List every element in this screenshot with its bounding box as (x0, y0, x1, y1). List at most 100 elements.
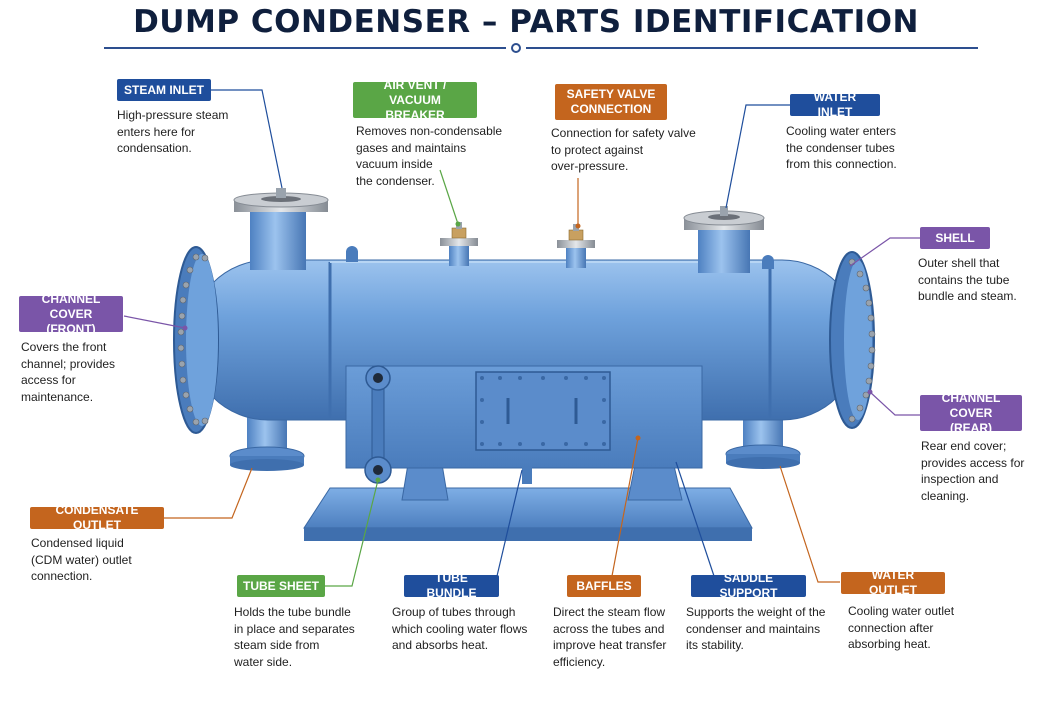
label-channel-cover-rear: CHANNEL COVER (REAR) (920, 391, 1022, 435)
label-channel-rear-line2: (REAR) (950, 420, 992, 435)
desc-line: its stability. (686, 638, 744, 652)
label-shell-text: SHELL (935, 230, 975, 245)
desc-steam-inlet: High-pressure steam enters here for cond… (117, 107, 228, 157)
leader-water-outlet (779, 465, 840, 583)
title-rule-left (104, 47, 506, 49)
desc-line: Group of tubes through (392, 605, 516, 619)
desc-line: from this connection. (786, 157, 897, 171)
label-channel-rear-line1: CHANNEL COVER (941, 390, 1001, 420)
desc-line: Rear end cover; (921, 439, 1007, 453)
label-condensate-outlet-text: CONDENSATE OUTLET (55, 503, 139, 532)
desc-line: access for (21, 373, 76, 387)
label-channel-cover-front: CHANNEL COVER (FRONT) (19, 292, 123, 336)
steam-inlet-nozzle (233, 188, 329, 270)
label-channel-front-line2: (FRONT) (46, 321, 96, 336)
leader-water-inlet (725, 104, 790, 209)
label-tube-sheet: TUBE SHEET (237, 575, 325, 597)
leader-shell (849, 237, 920, 267)
rear-flange-bolts (848, 258, 876, 423)
desc-line: efficiency. (553, 654, 606, 669)
leader-condensate-outlet (163, 467, 253, 519)
front-flange (173, 246, 219, 434)
label-condensate-outlet: CONDENSATE OUTLET (30, 503, 164, 532)
label-saddle-support-text: SADDLE SUPPORT (719, 571, 778, 600)
desc-line: bundle and steam. (918, 289, 1017, 303)
label-safety-valve-line1: SAFETY VALVE (566, 87, 656, 101)
desc-line: across the tubes and (553, 621, 665, 636)
label-tube-sheet-text: TUBE SHEET (243, 578, 320, 593)
desc-line: and absorbs heat. (392, 638, 489, 652)
desc-line: connection. (31, 569, 93, 583)
desc-line: Removes non-condensable (356, 124, 503, 138)
desc-line: vacuum inside (356, 157, 433, 171)
leader-saddle-support (675, 461, 715, 577)
label-baffles: BAFFLES (567, 575, 641, 597)
label-channel-front-line1: CHANNEL COVER (41, 291, 101, 321)
desc-shell: Outer shell that contains the tube bundl… (918, 255, 1017, 305)
inspection-cover-bolts (480, 376, 606, 446)
desc-tube-bundle: Group of tubes through which cooling wat… (392, 604, 527, 654)
desc-line: (CDM water) outlet (31, 552, 132, 567)
water-inlet-nozzle (683, 206, 765, 273)
desc-line: gases and maintains (356, 140, 467, 155)
desc-line: contains the tube (918, 272, 1010, 287)
desc-channel-cover-front: Covers the front channel; provides acces… (21, 339, 115, 405)
desc-line: enters here for (117, 124, 196, 139)
desc-line: Covers the front (21, 340, 107, 354)
front-flange-bolts (177, 253, 209, 426)
leader-tube-bundle (496, 469, 523, 577)
desc-line: in place and separates (234, 621, 355, 636)
label-air-vent-line2: VACUUM BREAKER (385, 92, 445, 122)
desc-line: cleaning. (921, 488, 970, 503)
leader-tube-sheet (322, 479, 379, 587)
title-rule-right (526, 47, 978, 49)
label-saddle-support: SADDLE SUPPORT (691, 571, 806, 600)
desc-line: maintenance. (21, 389, 94, 404)
label-baffles-text: BAFFLES (576, 578, 632, 593)
desc-line: improve heat transfer (553, 638, 667, 652)
desc-line: Cooling water outlet (848, 604, 955, 618)
desc-tube-sheet: Holds the tube bundle in place and separ… (234, 604, 355, 670)
leader-dots (182, 221, 873, 483)
label-steam-inlet-text: STEAM INLET (124, 82, 204, 97)
rear-flange (829, 251, 875, 429)
desc-saddle-support: Supports the weight of the condenser and… (686, 604, 825, 654)
desc-line: Condensed liquid (31, 536, 124, 550)
desc-condensate-outlet: Condensed liquid (CDM water) outlet conn… (31, 535, 132, 585)
desc-line: Holds the tube bundle (234, 605, 351, 619)
desc-line: Direct the steam flow (553, 605, 666, 619)
desc-line: connection after (848, 620, 934, 635)
label-water-outlet: WATER OUTLET (841, 568, 945, 597)
base-skid (303, 487, 753, 541)
leader-channel-front (123, 315, 186, 329)
label-water-inlet-text: WATER INLET (813, 90, 857, 119)
desc-line: steam side from (234, 638, 320, 652)
leader-baffles (611, 437, 639, 577)
desc-baffles: Direct the steam flow across the tubes a… (553, 604, 666, 670)
leader-lines (123, 89, 920, 587)
label-tube-bundle: TUBE BUNDLE (404, 571, 499, 600)
label-safety-valve: SAFETY VALVE CONNECTION (555, 84, 667, 120)
desc-line: to protect against (551, 142, 644, 157)
desc-line: provides access for (921, 455, 1025, 470)
hotwell-box (345, 365, 703, 469)
label-water-inlet: WATER INLET (790, 90, 880, 119)
label-air-vent: AIR VENT / VACUUM BREAKER (353, 78, 477, 122)
desc-line: Outer shell that (918, 256, 1000, 270)
desc-water-outlet: Cooling water outlet connection after ab… (848, 603, 954, 653)
desc-air-vent: Removes non-condensable gases and mainta… (356, 123, 502, 189)
desc-line: High-pressure steam (117, 108, 229, 122)
label-safety-valve-line2: CONNECTION (570, 102, 652, 116)
top-lugs (346, 246, 774, 269)
drain-nozzle (522, 466, 532, 484)
desc-line: water side. (234, 654, 293, 669)
desc-line: condenser and maintains (686, 621, 821, 636)
air-vent-nozzle (440, 222, 478, 266)
title-dot (511, 43, 521, 53)
desc-line: the condenser. (356, 173, 435, 188)
leader-steam-inlet (202, 89, 283, 189)
desc-line: inspection and (921, 472, 999, 486)
label-water-outlet-text: WATER OUTLET (869, 568, 917, 597)
side-pipe (364, 365, 392, 484)
